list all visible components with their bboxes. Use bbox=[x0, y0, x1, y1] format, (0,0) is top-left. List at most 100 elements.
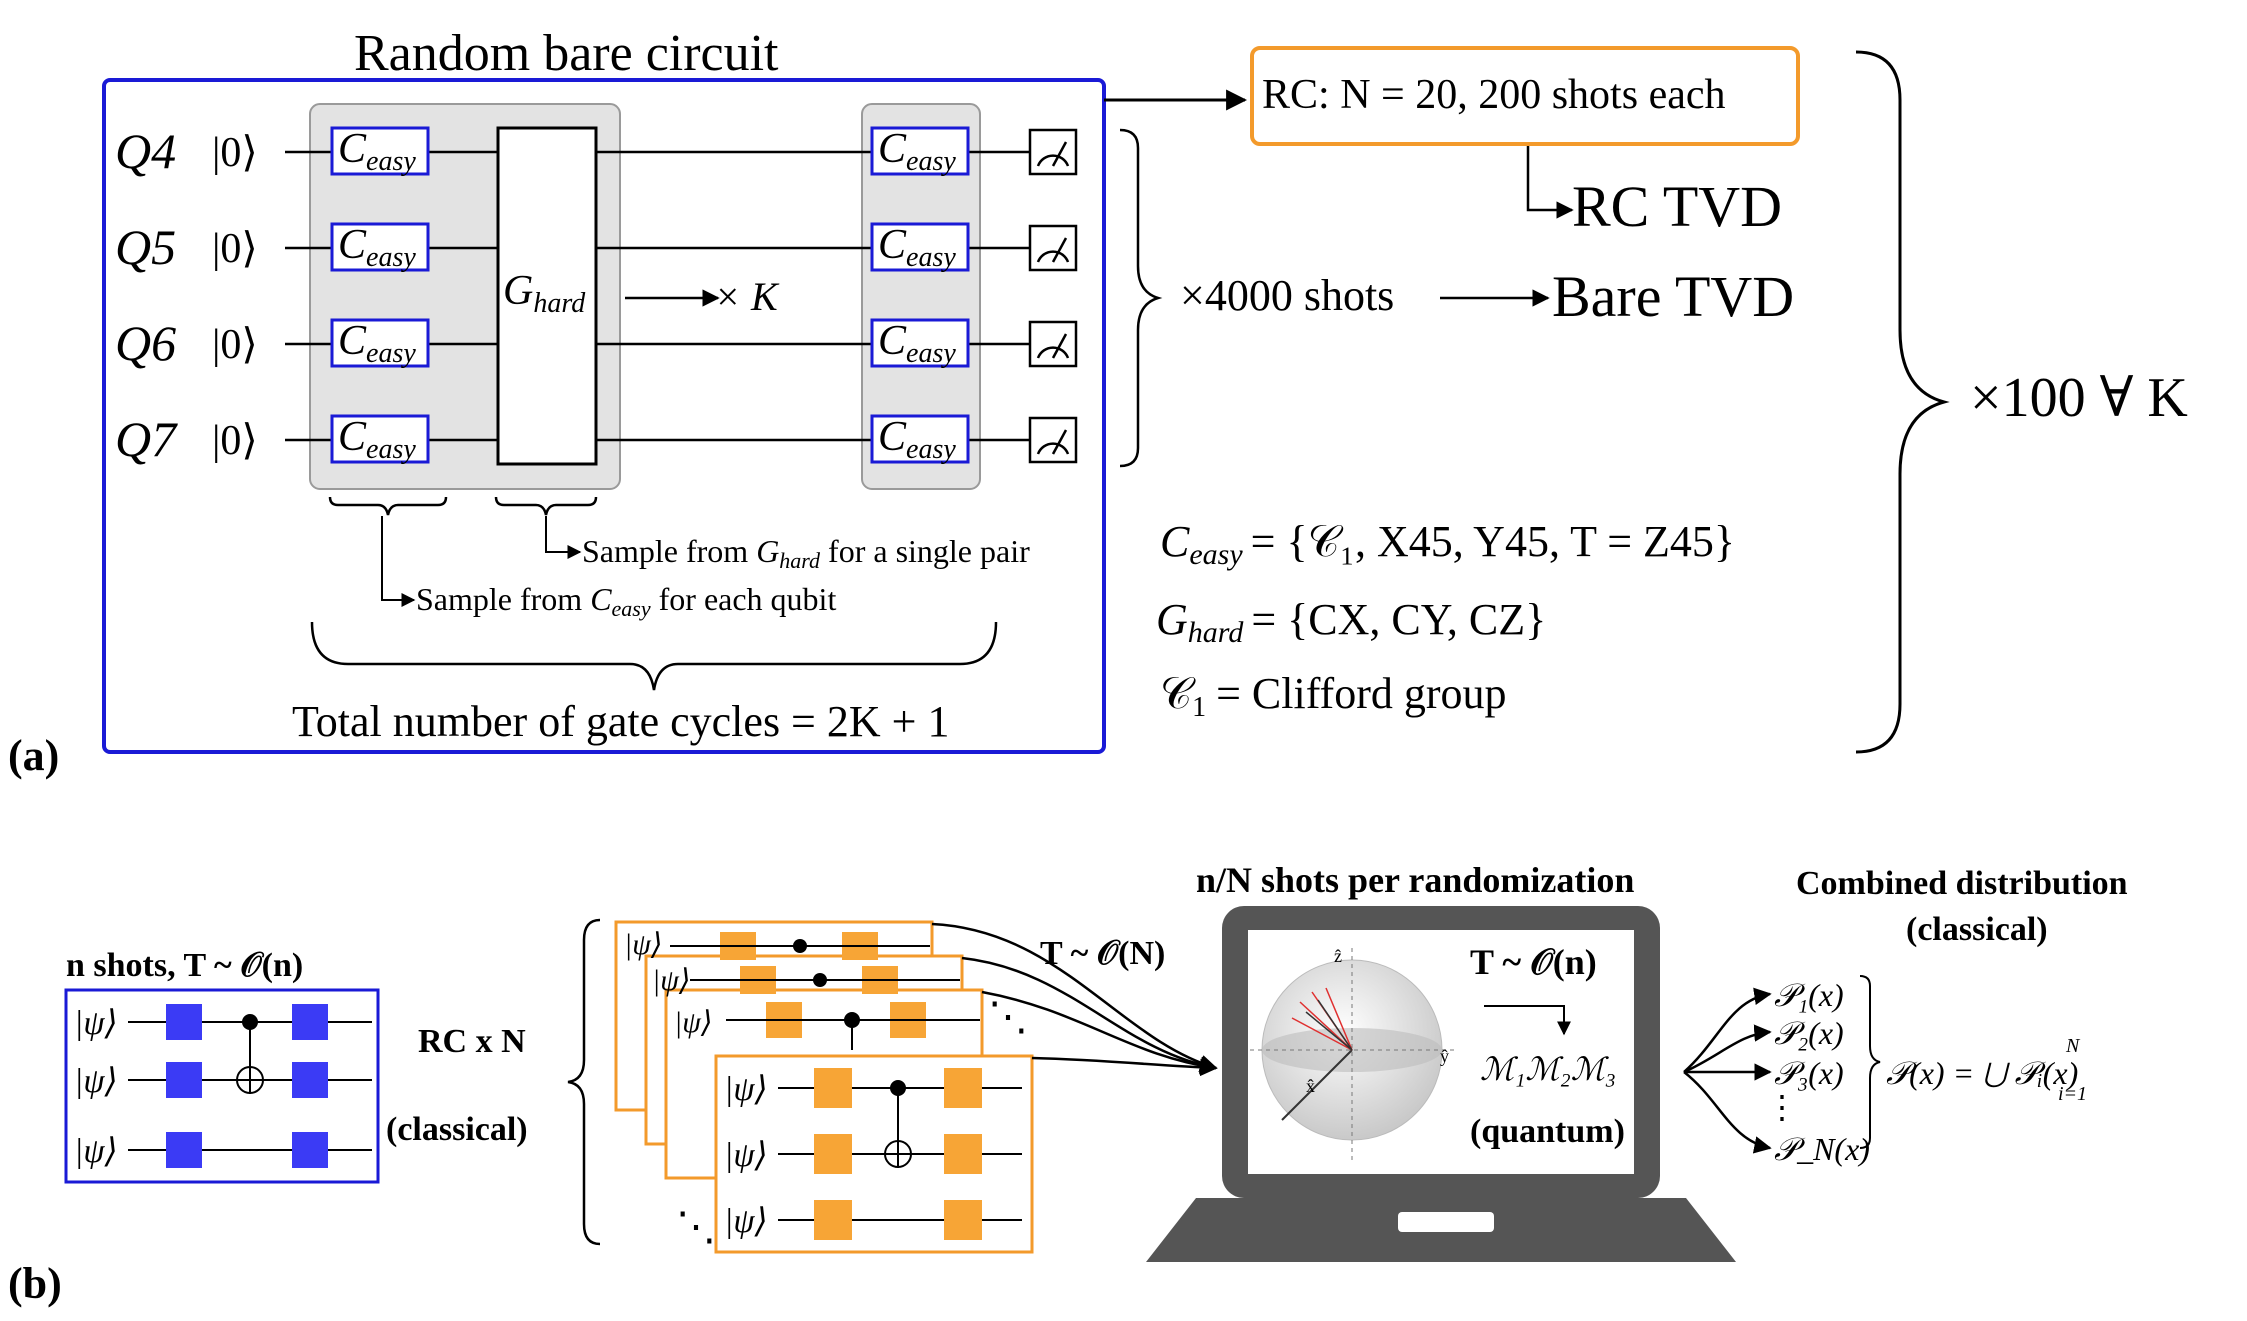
input-ket: |ψ⟩ bbox=[74, 1005, 118, 1042]
c-easy-gate: Ceasy bbox=[870, 222, 970, 273]
combined-title-2: (classical) bbox=[1906, 911, 2048, 948]
svg-text:Ceasy: Ceasy bbox=[878, 318, 956, 369]
t-small-n-label: T ~ 𝒪(n) bbox=[1470, 942, 1597, 982]
laptop-to-dist-arrows bbox=[1683, 987, 1772, 1154]
c-easy-gate: Ceasy bbox=[870, 414, 970, 465]
ket-q6: |0⟩ bbox=[212, 322, 258, 368]
repeat-brace bbox=[1855, 50, 1950, 754]
bare-circuit-title: Random bare circuit bbox=[354, 25, 779, 82]
bloch-sphere: ẑ ŷ x̂ bbox=[1250, 946, 1456, 1160]
circuits-to-laptop-arrows bbox=[931, 922, 1218, 1077]
input-ket: |ψ⟩ bbox=[74, 1133, 118, 1170]
ket-q4: |0⟩ bbox=[212, 130, 258, 176]
axis-x-label: x̂ bbox=[1306, 1076, 1315, 1096]
def-hard: Ghard= {CX, CY, CZ} bbox=[1156, 595, 1546, 649]
c-easy-gate: Ceasy bbox=[330, 126, 430, 177]
n-shots-label: n shots, T ~ 𝒪(n) bbox=[66, 947, 303, 984]
qubit-q5: Q5 bbox=[115, 219, 176, 275]
sample-easy-text: Sample from Ceasy for each qubit bbox=[416, 581, 836, 621]
meter-icon bbox=[1028, 416, 1078, 464]
easy-gates-right: Ceasy Ceasy Ceasy Ceasy bbox=[870, 126, 970, 465]
quantum-label: (quantum) bbox=[1470, 1113, 1625, 1150]
times-k-label: × K bbox=[714, 274, 780, 319]
randomized-circuits-stack: |ψ⟩ |ψ⟩ |ψ⟩ |ψ⟩ |ψ⟩ |ψ⟩ ⋱ ⋱ bbox=[614, 920, 1034, 1254]
stack-ket: |ψ⟩ bbox=[652, 964, 691, 997]
stack-ket: |ψ⟩ bbox=[724, 1071, 768, 1108]
ket-q5: |0⟩ bbox=[212, 226, 258, 272]
union-bottom: i=1 bbox=[2058, 1083, 2087, 1105]
meter-icon bbox=[1028, 224, 1078, 272]
hard-sample-arrow bbox=[545, 516, 582, 559]
input-ket: |ψ⟩ bbox=[74, 1063, 118, 1100]
p-item: 𝒫₃(x) bbox=[1774, 1055, 1844, 1091]
meter-icon bbox=[1028, 320, 1078, 368]
easy-sample-arrow bbox=[381, 516, 416, 607]
p-vdots: ⋮ bbox=[1766, 1089, 1798, 1125]
qubit-q4: Q4 bbox=[115, 123, 176, 179]
total-cycles-brace bbox=[310, 621, 998, 691]
stack-ket: |ψ⟩ bbox=[674, 1006, 713, 1039]
dist-brace bbox=[1859, 975, 1881, 1149]
svg-text:Ceasy: Ceasy bbox=[338, 318, 416, 369]
def-easy: Ceasy= {𝒞₁, X45, Y45, T = Z45} bbox=[1160, 517, 1735, 571]
stack-ket: |ψ⟩ bbox=[724, 1203, 768, 1240]
easy-brace bbox=[328, 496, 448, 516]
qubit-q7: Q7 bbox=[115, 411, 178, 467]
rc-box-text: RC: N = 20, 200 shots each bbox=[1262, 72, 1726, 118]
p-item: 𝒫_N(x) bbox=[1774, 1131, 1870, 1167]
combined-title-1: Combined distribution bbox=[1796, 865, 2128, 902]
svg-text:Ceasy: Ceasy bbox=[338, 414, 416, 465]
classical-label-left: (classical) bbox=[386, 1111, 528, 1148]
stack-ellipsis: ⋱ bbox=[676, 1204, 716, 1249]
input-circuit: |ψ⟩ |ψ⟩ |ψ⟩ bbox=[64, 988, 380, 1184]
c-easy-gate: Ceasy bbox=[330, 318, 430, 369]
measurement-meters bbox=[1028, 128, 1078, 464]
easy-gates-left: Ceasy Ceasy Ceasy Ceasy bbox=[330, 126, 430, 465]
meter-icon bbox=[1028, 128, 1078, 176]
c-easy-gate: Ceasy bbox=[330, 222, 430, 273]
svg-text:Ceasy: Ceasy bbox=[878, 126, 956, 177]
def-c1: 𝒞1= Clifford group bbox=[1160, 669, 1507, 723]
svg-text:Ceasy: Ceasy bbox=[338, 126, 416, 177]
rc-tvd-label: RC TVD bbox=[1572, 174, 1782, 239]
bare-tvd-label: Bare TVD bbox=[1552, 264, 1794, 329]
rc-box bbox=[1250, 46, 1800, 146]
times-100-label: ×100 ∀ K bbox=[1970, 367, 2188, 429]
rc-brace bbox=[567, 918, 601, 1246]
shots-label: ×4000 shots bbox=[1180, 271, 1394, 320]
union-top: N bbox=[2065, 1035, 2081, 1057]
svg-text:Ghard: Ghard bbox=[503, 268, 586, 319]
g-hard-gate: Ghard bbox=[496, 126, 598, 466]
measure-label: ℳ₁ℳ₂ℳ₃ bbox=[1480, 1051, 1616, 1087]
svg-text:Ceasy: Ceasy bbox=[878, 414, 956, 465]
panel-b: (b) n shots, T ~ 𝒪(n) |ψ⟩ |ψ⟩ |ψ⟩ bbox=[8, 860, 2128, 1308]
axis-z-label: ẑ bbox=[1334, 946, 1342, 966]
ket-q7: |0⟩ bbox=[212, 418, 258, 464]
rc-tvd-arrow bbox=[1526, 146, 1574, 219]
bare-circuit-frame bbox=[102, 78, 1106, 754]
qubit-labels: Q4 Q5 Q6 Q7 |0⟩ |0⟩ |0⟩ |0⟩ bbox=[115, 123, 258, 467]
c-easy-gate: Ceasy bbox=[870, 318, 970, 369]
panel-a-label: (a) bbox=[8, 731, 59, 780]
nN-title: n/N shots per randomization bbox=[1196, 860, 1634, 900]
p-union: 𝒫(x) = ⋃ 𝒫ᵢ(x) bbox=[1886, 1055, 2078, 1091]
svg-text:Ceasy: Ceasy bbox=[338, 222, 416, 273]
c-easy-gate: Ceasy bbox=[870, 126, 970, 177]
rc-x-n-label: RC x N bbox=[418, 1023, 526, 1060]
p-item: 𝒫₁(x) bbox=[1774, 977, 1844, 1013]
svg-text:Ceasy: Ceasy bbox=[878, 222, 956, 273]
panel-b-label: (b) bbox=[8, 1259, 62, 1308]
stack-ket: |ψ⟩ bbox=[724, 1137, 768, 1174]
laptop-icon: n/N shots per randomization bbox=[1146, 860, 1736, 1262]
qubit-q6: Q6 bbox=[115, 315, 176, 371]
c-easy-gate: Ceasy bbox=[330, 414, 430, 465]
shots-brace bbox=[1119, 128, 1163, 468]
sample-hard-text: Sample from Ghard for a single pair bbox=[582, 533, 1030, 573]
p-item: 𝒫₂(x) bbox=[1774, 1015, 1844, 1051]
panel-a: (a) Random bare circuit Q4 Q5 Q6 Q7 |0⟩ … bbox=[8, 25, 2188, 780]
t-big-n-label: T ~ 𝒪(N) bbox=[1040, 935, 1165, 972]
last-cycle-panel bbox=[861, 103, 981, 490]
stack-ket: |ψ⟩ bbox=[624, 928, 663, 961]
total-cycles-text: Total number of gate cycles = 2K + 1 bbox=[292, 697, 949, 746]
